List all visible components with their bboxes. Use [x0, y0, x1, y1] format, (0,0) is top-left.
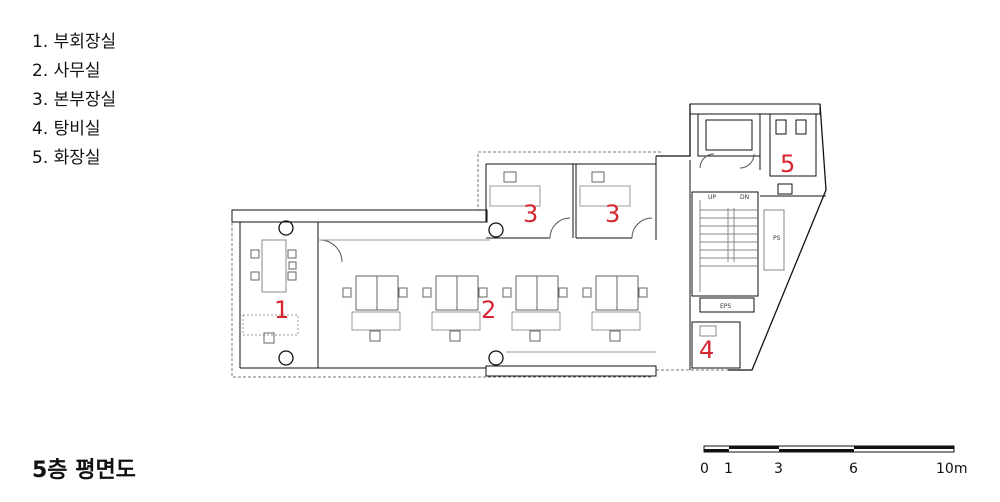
stair-up-label: UP	[708, 194, 716, 201]
scale-tick-10m: 10m	[936, 461, 967, 477]
room-number-3b: 3	[605, 200, 620, 228]
legend-item-3: 3. 본부장실	[32, 90, 117, 110]
room-number-4: 4	[699, 336, 714, 364]
core-outer-wall	[689, 103, 821, 115]
outer-boundary	[231, 218, 728, 378]
scale-bar: 0 1 3 6 10m	[700, 445, 967, 477]
column	[278, 220, 294, 236]
legend-item-4: 4. 탕비실	[32, 119, 101, 139]
upper-boundary	[477, 151, 662, 212]
room-number-5: 5	[780, 150, 795, 178]
ps-label: PS	[773, 235, 781, 242]
legend-item-5: 5. 화장실	[32, 148, 101, 168]
room-legend: 1. 부회장실 2. 사무실 3. 본부장실 4. 탕비실 5. 화장실	[32, 28, 116, 173]
stair-down-label: DN	[740, 194, 749, 201]
wing1-wall-top	[231, 209, 488, 223]
wing1-door-arc	[319, 239, 343, 263]
scale-tick-1: 1	[724, 461, 733, 477]
stairwell	[691, 191, 759, 297]
desk-cluster	[342, 275, 648, 342]
column	[488, 350, 504, 366]
room-number-3a: 3	[523, 200, 538, 228]
eps-label: EPS	[720, 303, 731, 310]
meeting-table	[261, 239, 287, 293]
plan-title: 5층 평면도	[32, 458, 136, 483]
column	[278, 350, 294, 366]
column	[488, 222, 504, 238]
room-number-1: 1	[274, 296, 289, 324]
scale-tick-0: 0	[700, 461, 709, 477]
legend-item-1: 1. 부회장실	[32, 32, 117, 52]
office-wall-bottom	[485, 365, 657, 377]
legend-item-2: 2. 사무실	[32, 61, 101, 81]
scale-tick-6: 6	[849, 461, 858, 477]
room-number-2: 2	[481, 296, 496, 324]
scale-tick-3: 3	[774, 461, 783, 477]
